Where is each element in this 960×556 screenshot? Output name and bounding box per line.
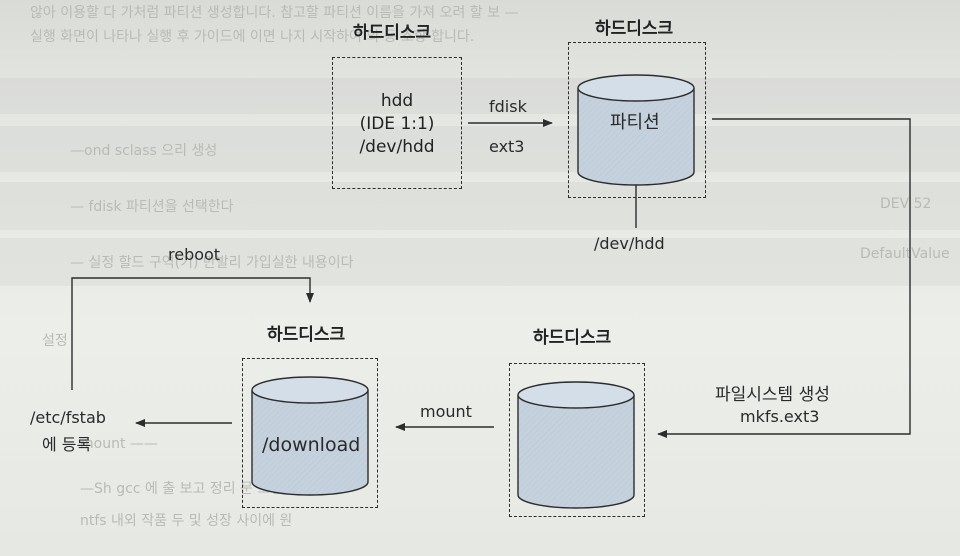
- fdisk-label: fdisk: [489, 97, 527, 116]
- ext3-label: ext3: [489, 137, 525, 156]
- mkfs-connector: [657, 118, 911, 438]
- fstab-register-label: 에 등록: [42, 435, 92, 454]
- partition-top-title: 하드디스크: [595, 19, 674, 39]
- download-disk-title: 하드디스크: [267, 325, 346, 345]
- background-text: — fdisk 파티션을 선택한다: [70, 199, 234, 215]
- partition-cylinder: [577, 74, 695, 186]
- mkfs-command-label: mkfs.ext3: [740, 407, 820, 426]
- disk-mid-box: [509, 363, 645, 517]
- download-disk-box: [242, 358, 378, 508]
- mkfs-title-label: 파일시스템 생성: [715, 385, 830, 405]
- dev-hdd-label: /dev/hdd: [594, 234, 665, 253]
- hdd-top-title: 하드디스크: [353, 23, 432, 43]
- background-text: DEV 52: [880, 196, 932, 212]
- disk-mid-title: 하드디스크: [533, 328, 612, 348]
- background-text: DefaultValue: [860, 246, 950, 262]
- background-text: mount ——: [80, 436, 158, 452]
- empty-disk-cylinder: [517, 381, 635, 509]
- hdd-name: hdd: [380, 91, 414, 111]
- mount-label: mount: [420, 402, 472, 421]
- background-text: ntfs 내외 작품 두 및 성장 사이에 원: [80, 513, 293, 529]
- fstab-path-label: /etc/fstab: [30, 408, 106, 427]
- reboot-connector: [71, 277, 314, 390]
- reboot-label: reboot: [168, 245, 221, 264]
- background-text: — 실정 할드 구역(기) 만발리 가입실한 내용이다: [70, 255, 354, 271]
- background-text: 않아 이용할 다 가처럼 파티션 생성합니다. 참고할 파티션 이름을 가져 오…: [30, 5, 519, 21]
- background-text: 설정: [42, 333, 68, 349]
- hdd-top-text: hdd (IDE 1:1) /dev/hdd: [332, 90, 462, 159]
- hdd-device: /dev/hdd: [359, 137, 435, 157]
- download-cylinder: [251, 376, 369, 496]
- partition-top-box: [568, 42, 706, 198]
- background-text: 실행 화면이 나타나 실행 후 가이드에 이면 나지 시작하여 의 등 조항 합…: [30, 29, 475, 45]
- hdd-top-box: [332, 57, 462, 189]
- hdd-ide: (IDE 1:1): [359, 114, 435, 134]
- partition-label: 파티션: [610, 112, 660, 133]
- download-label: /download: [262, 434, 361, 456]
- background-text: —Sh gcc 에 출 보고 정리 문 스탠 설: [80, 481, 301, 497]
- background-text: —ond sclass 으리 생성: [70, 143, 218, 159]
